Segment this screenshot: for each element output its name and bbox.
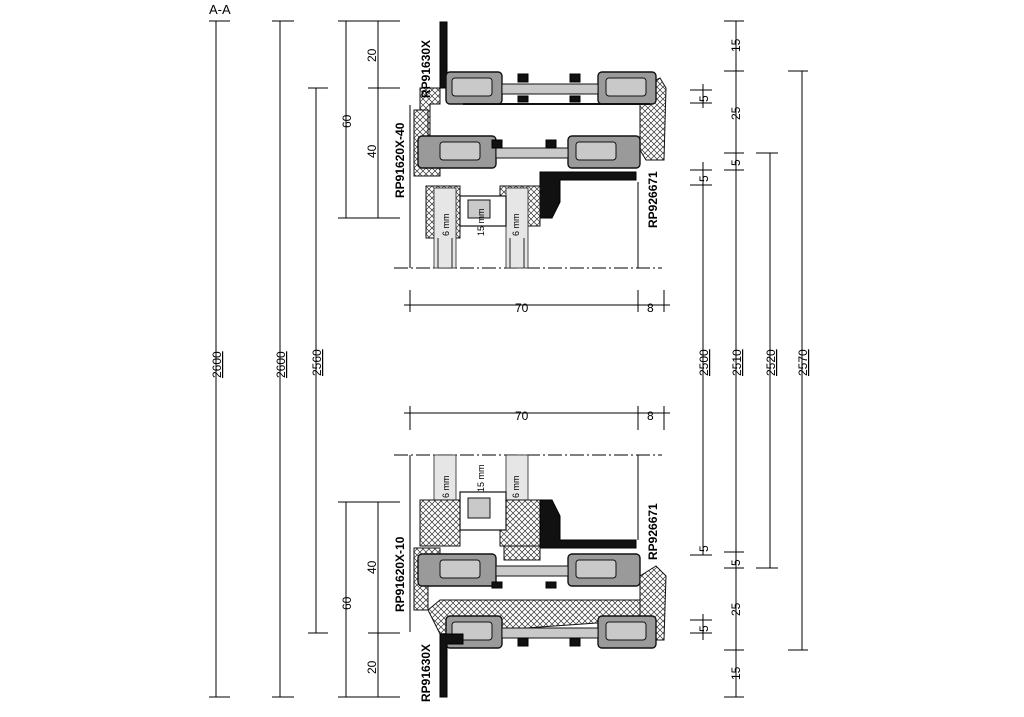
bottom-dim-8: 8	[647, 409, 654, 423]
top-dim-70: 70	[515, 301, 529, 315]
bottom-dim-5b: 5	[729, 559, 743, 566]
top-glass-6mm-a: 6 mm	[441, 214, 451, 237]
bottom-code-rp926671: RP926671	[646, 503, 660, 560]
bottom-dim-40: 40	[365, 560, 379, 574]
bottom-glass-15mm: 15 mm	[476, 464, 486, 492]
top-dim-40: 40	[365, 144, 379, 158]
bottom-detail: 70 8 40 60 20 5 5 25 5 15 6 mm 15 mm 6 m…	[338, 406, 743, 702]
bottom-dim-5c: 5	[697, 625, 711, 632]
dim-2510: 2510	[730, 349, 744, 376]
bottom-dim-15: 15	[729, 666, 743, 680]
bottom-dim-25: 25	[729, 602, 743, 616]
top-dim-5c: 5	[697, 175, 711, 182]
bottom-dim-70: 70	[515, 409, 529, 423]
dim-2520: 2520	[764, 349, 778, 376]
dim-2560: 2560	[310, 349, 324, 376]
dim-2570: 2570	[796, 349, 810, 376]
top-glass-15mm: 15 mm	[476, 208, 486, 236]
top-code-rp91620x-40: RP91620X-40	[393, 122, 407, 198]
bottom-glass-6mm-b: 6 mm	[511, 476, 521, 499]
top-code-rp91630x: RP91630X	[419, 40, 433, 98]
top-dim-8: 8	[647, 301, 654, 315]
top-dim-15: 15	[729, 38, 743, 52]
overall-dimension-lines	[209, 20, 808, 698]
top-detail: 20 60 40 15 5 25 5 5 70 8	[338, 20, 743, 315]
top-glass-6mm-b: 6 mm	[511, 214, 521, 237]
bottom-code-rp91630x: RP91630X	[419, 644, 433, 702]
bottom-dim-60: 60	[340, 596, 354, 610]
top-dim-25: 25	[729, 106, 743, 120]
top-code-rp926671: RP926671	[646, 171, 660, 228]
dim-2600-a: 2600	[210, 351, 224, 378]
top-dim-60: 60	[340, 114, 354, 128]
top-dim-5b: 5	[729, 159, 743, 166]
dim-2600-b: 2600	[274, 351, 288, 378]
bottom-dim-20: 20	[365, 660, 379, 674]
overall-dimension-texts: 2600 2600 2560 2500 2510 2520 2570	[210, 349, 810, 378]
bottom-glass-6mm-a: 6 mm	[441, 476, 451, 499]
bottom-dim-5a: 5	[697, 545, 711, 552]
bottom-code-rp91620x-10: RP91620X-10	[393, 536, 407, 612]
top-dim-20: 20	[365, 48, 379, 62]
dim-2500: 2500	[697, 349, 711, 376]
top-dim-5a: 5	[697, 95, 711, 102]
section-label: A-A	[209, 2, 231, 17]
